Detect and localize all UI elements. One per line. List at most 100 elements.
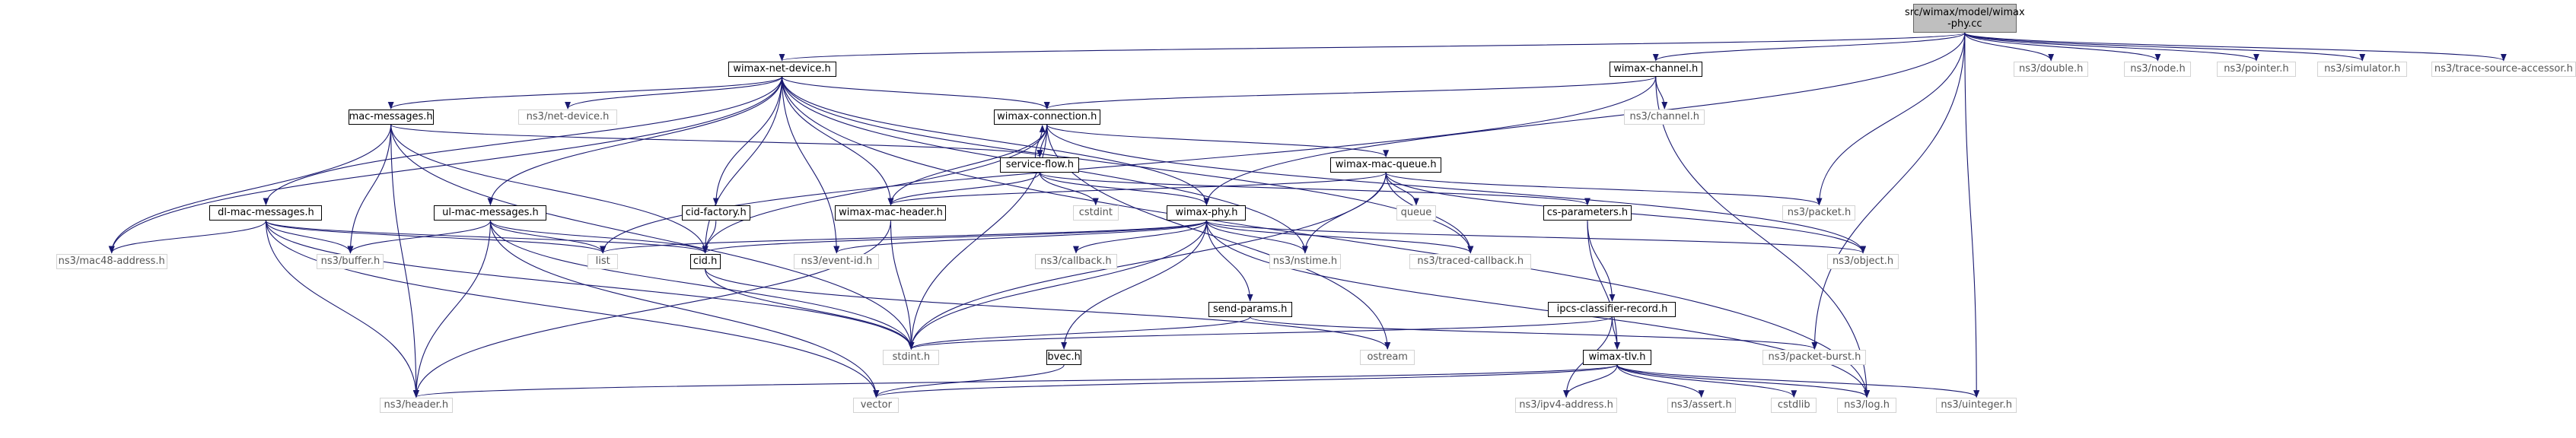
node-wimax-channel[interactable]: wimax-channel.h: [1609, 61, 1702, 77]
node-ns3-callback: ns3/callback.h: [1034, 253, 1117, 269]
node-ostream: ostream: [1360, 349, 1415, 365]
edge-wimax_phy-to-ns3_nstime: [1205, 221, 1308, 254]
node-ul-mac-messages[interactable]: ul-mac-messages.h: [434, 205, 547, 221]
node-ns3-node: ns3/node.h: [2124, 61, 2192, 77]
node-wimax-mac-queue[interactable]: wimax-mac-queue.h: [1330, 157, 1442, 173]
node-label: ns3/trace-source-accessor.h: [2434, 62, 2573, 75]
edge-wimax_net_device-to-mac_messages: [387, 76, 783, 110]
edge-wimax_mac_queue-to-wimax_mac_header: [887, 172, 1387, 206]
edge-ul_mac_messages-to-vector: [489, 221, 880, 398]
node-wimax-phy[interactable]: wimax-phy.h: [1167, 205, 1247, 221]
node-label: wimax-connection.h: [997, 110, 1097, 122]
node-ns3-assert: ns3/assert.h: [1667, 398, 1736, 414]
node-service-flow[interactable]: service-flow.h: [1000, 157, 1080, 173]
node-label: ns3/object.h: [1832, 255, 1894, 267]
node-wimax-net-device[interactable]: wimax-net-device.h: [728, 61, 836, 77]
node-stdint: stdint.h: [883, 349, 940, 365]
edge-wimax_channel-to-wimax_connection: [1044, 76, 1657, 110]
edge-mac_messages-to-ns3_header: [390, 124, 419, 398]
edge-service_flow-to-cstdint: [1039, 173, 1099, 206]
node-dl-mac-messages[interactable]: dl-mac-messages.h: [209, 205, 323, 221]
edge-root-to-wimax_channel: [1652, 32, 1966, 62]
edge-wimax_channel-to-ns3_log: [1655, 76, 1871, 398]
node-ns3-packet-burst: ns3/packet-burst.h: [1762, 349, 1867, 365]
edge-root-to-ns3_node: [1964, 32, 2161, 62]
edge-mac_messages-to-ns3_mac48_address: [108, 124, 392, 254]
edge-root-to-wimax_net_device: [779, 32, 1966, 62]
edge-wimax_mac_queue-to-queue: [1385, 173, 1419, 206]
edge-wimax_phy-to-stdint: [908, 221, 1208, 350]
node-label: cs-parameters.h: [1546, 207, 1629, 219]
node-label: cid-factory.h: [685, 207, 747, 219]
node-label: wimax-mac-queue.h: [1335, 159, 1437, 171]
node-label: cstdint: [1078, 207, 1113, 219]
node-cid[interactable]: cid.h: [689, 253, 721, 269]
node-label: dl-mac-messages.h: [218, 207, 314, 219]
node-cstdlib: cstdlib: [1771, 398, 1817, 414]
root-file-node[interactable]: src/wimax/model/wimax -phy.cc: [1905, 4, 2025, 33]
edge-wimax_net_device-to-cid: [702, 76, 783, 254]
node-cid-factory[interactable]: cid-factory.h: [681, 205, 750, 221]
edge-mac_messages-to-cid: [390, 124, 708, 254]
node-cs-parameters[interactable]: cs-parameters.h: [1543, 205, 1632, 221]
edge-mac_messages-to-ns3_buffer: [347, 124, 392, 254]
edge-wimax_tlv-to-ns3_log: [1616, 364, 1870, 398]
node-label: ns3/ipv4-address.h: [1519, 399, 1613, 411]
node-bvec[interactable]: bvec.h: [1046, 349, 1082, 365]
node-mac-messages[interactable]: mac-messages.h: [348, 109, 434, 125]
node-ns3-channel: ns3/channel.h: [1624, 109, 1705, 125]
edge-mac_messages-to-stdint: [390, 124, 915, 350]
node-label: ns3/channel.h: [1629, 110, 1699, 122]
node-ns3-double: ns3/double.h: [2014, 61, 2089, 77]
node-ns3-net-device: ns3/net-device.h: [518, 109, 618, 125]
node-label: wimax-phy.h: [1175, 207, 1238, 219]
node-label: vector: [860, 399, 892, 411]
node-wimax-mac-header[interactable]: wimax-mac-header.h: [835, 205, 947, 221]
node-cstdint: cstdint: [1072, 205, 1119, 221]
edge-dl_mac_messages-to-ns3_header: [265, 221, 419, 398]
edge-cs_parameters-to-wimax_tlv: [1587, 221, 1620, 350]
edge-root-to-wimax_phy: [1203, 33, 1966, 206]
node-label: send-params.h: [1213, 303, 1288, 315]
node-ns3-object: ns3/object.h: [1827, 253, 1899, 269]
edge-mac_messages-to-service_flow: [390, 124, 1043, 158]
edge-dl_mac_messages-to-ns3_mac48_address: [108, 221, 267, 254]
edge-wimax_phy-to-ns3_callback: [1073, 221, 1208, 254]
edge-wimax_phy-to-ns3_event_id: [833, 220, 1208, 254]
edge-wimax_mac_header-to-stdint: [890, 221, 915, 350]
edge-service_flow-to-wimax_connection: [1034, 124, 1046, 158]
edge-wimax_channel-to-list: [600, 76, 1657, 254]
edge-send_params-to-ns3_packet_burst: [1250, 316, 1818, 350]
edge-wimax_phy-to-ns3_object: [1205, 220, 1866, 254]
edge-cid_factory-to-cid: [702, 221, 717, 254]
edge-bvec-to-vector: [873, 364, 1065, 398]
node-label: cid.h: [693, 255, 718, 267]
edge-root-to-ns3_double: [1964, 33, 2055, 62]
node-send-params[interactable]: send-params.h: [1208, 301, 1292, 317]
node-label: mac-messages.h: [349, 110, 433, 122]
edge-wimax_phy-to-list: [600, 220, 1208, 254]
edge-ul_mac_messages-to-stdint: [489, 221, 915, 350]
edge-root-to-ns3_pointer: [1964, 32, 2259, 62]
edge-wimax_net_device-to-ns3_log: [781, 76, 1870, 398]
node-label: ns3/pointer.h: [2224, 62, 2289, 75]
node-label: ns3/event-id.h: [801, 255, 873, 267]
node-ipcs-classifier-record[interactable]: ipcs-classifier-record.h: [1548, 301, 1676, 317]
node-wimax-connection[interactable]: wimax-connection.h: [993, 109, 1100, 125]
root-file-label-line1: src/wimax/model/wimax: [1904, 7, 2025, 19]
node-list: list: [587, 253, 619, 269]
node-label: ipcs-classifier-record.h: [1556, 303, 1668, 315]
edge-wimax_channel-to-ns3_channel: [1655, 76, 1668, 110]
node-ns3-log: ns3/log.h: [1837, 398, 1897, 414]
edge-wimax_connection-to-wimax_mac_queue: [1046, 124, 1389, 158]
edge-root-to-ns3_trace_source_accessor: [1964, 32, 2507, 62]
node-ns3-mac48-address: ns3/mac48-address.h: [56, 253, 167, 269]
node-wimax-tlv[interactable]: wimax-tlv.h: [1583, 349, 1652, 365]
edge-wimax_mac_queue-to-stdint: [908, 173, 1387, 350]
node-label: cstdlib: [1777, 399, 1810, 411]
edge-wimax_mac_queue-to-ns3_packet: [1385, 172, 1823, 206]
edge-wimax_tlv-to-ns3_uinteger: [1616, 364, 1979, 398]
edge-wimax_net_device-to-cid_factory: [712, 76, 783, 206]
